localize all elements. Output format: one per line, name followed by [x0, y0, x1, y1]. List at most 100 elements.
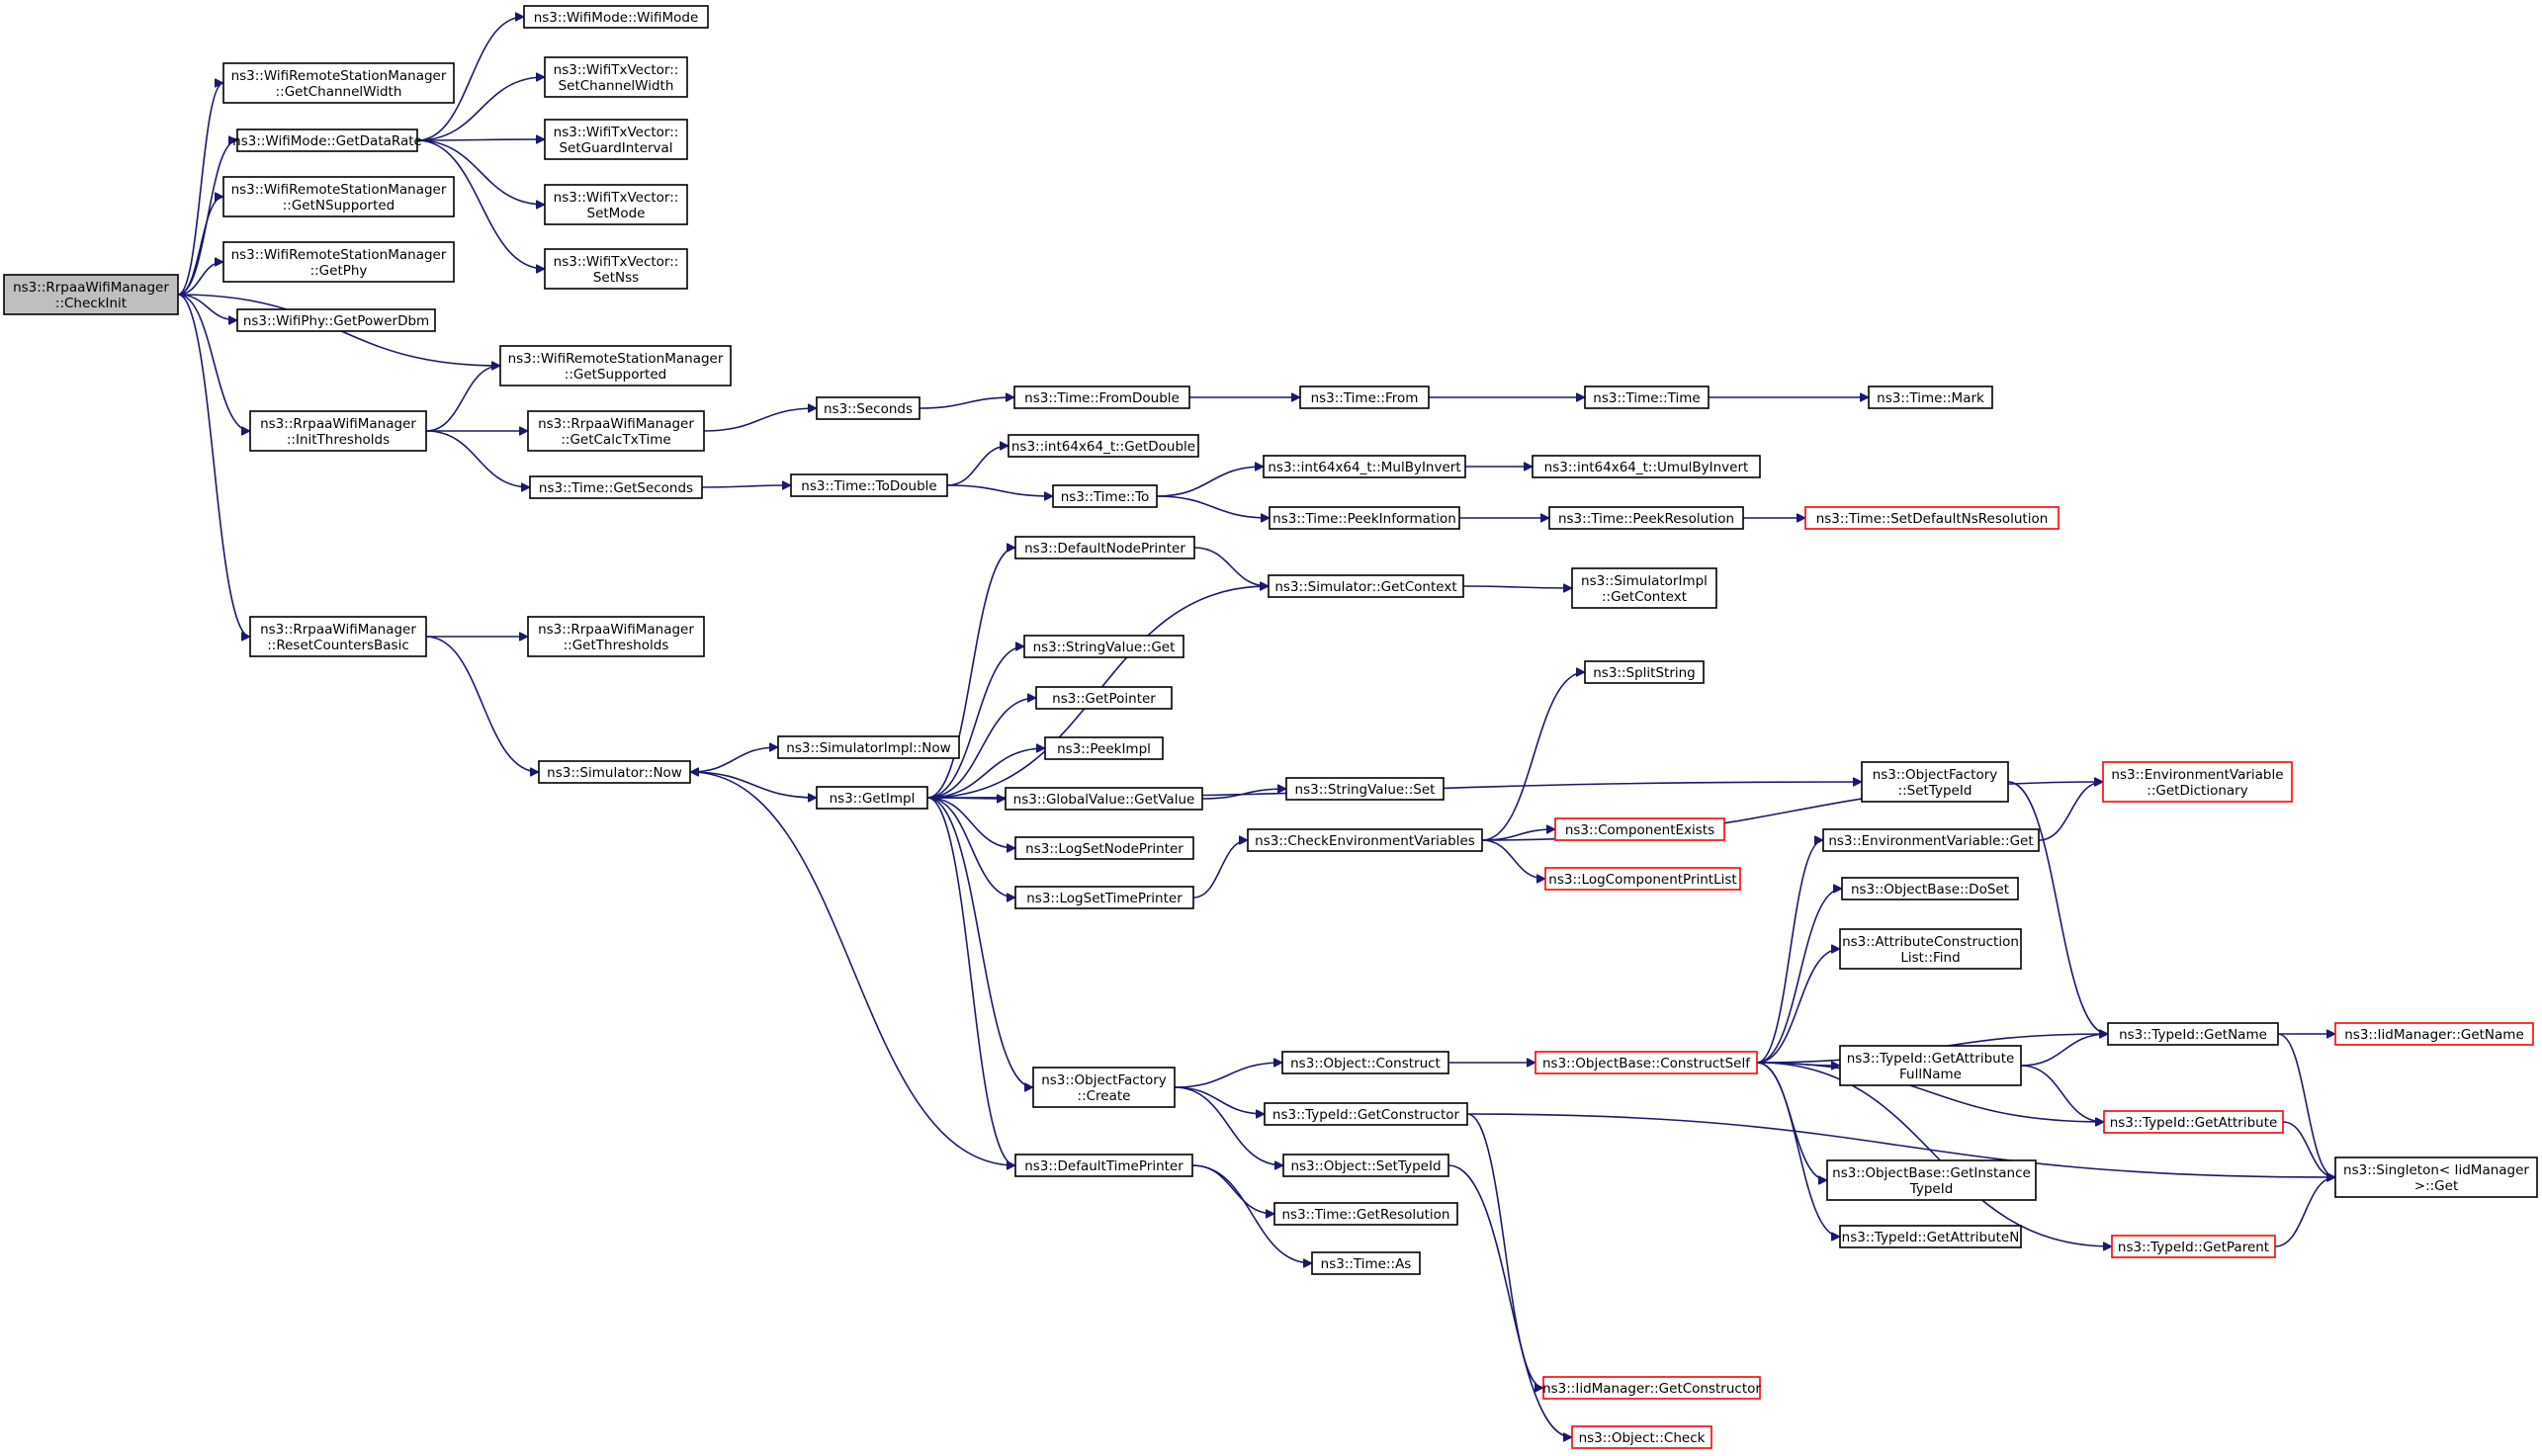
- function-node[interactable]: ns3::ComponentExists: [1554, 817, 1725, 841]
- function-node[interactable]: ns3::Time::PeekInformation: [1269, 506, 1460, 530]
- function-node[interactable]: ns3::WifiRemoteStationManager::GetChanne…: [222, 62, 455, 104]
- node-label: ns3::WifiRemoteStationManager: [508, 351, 724, 367]
- function-node[interactable]: ns3::TypeId::GetConstructor: [1264, 1102, 1468, 1126]
- node-label: ns3::Simulator::Now: [547, 765, 682, 781]
- call-edge: [703, 408, 817, 432]
- function-node[interactable]: ns3::GlobalValue::GetValue: [1005, 787, 1203, 811]
- node-label: ns3::Time::To: [1061, 489, 1150, 505]
- function-node[interactable]: ns3::Time::SetDefaultNsResolution: [1804, 506, 2060, 530]
- function-node[interactable]: ns3::RrpaaWifiManager::ResetCountersBasi…: [249, 616, 427, 657]
- function-node[interactable]: ns3::Time::Mark: [1868, 385, 1993, 409]
- call-edge: [425, 366, 501, 432]
- node-label: ns3::ObjectFactory: [1873, 767, 1998, 783]
- function-node[interactable]: ns3::Time::To: [1052, 484, 1158, 508]
- node-label: ns3::Time::SetDefaultNsResolution: [1816, 511, 2049, 527]
- function-node[interactable]: ns3::ObjectFactory::SetTypeId: [1861, 761, 2009, 803]
- root-function-node[interactable]: ns3::RrpaaWifiManager::CheckInit: [3, 274, 179, 315]
- function-node[interactable]: ns3::DefaultNodePrinter: [1014, 536, 1195, 559]
- node-label: ns3::IidManager::GetConstructor: [1542, 1381, 1761, 1397]
- node-label: ns3::EnvironmentVariable: [2111, 767, 2283, 783]
- function-node[interactable]: ns3::SimulatorImpl::Now: [777, 735, 960, 759]
- node-box: [2334, 1156, 2538, 1198]
- function-node[interactable]: ns3::TypeId::GetParent: [2111, 1235, 2276, 1258]
- node-label: ns3::SplitString: [1593, 665, 1696, 681]
- function-node[interactable]: ns3::LogSetNodePrinter: [1014, 836, 1194, 860]
- function-node[interactable]: ns3::Time::FromDouble: [1013, 385, 1190, 409]
- function-node[interactable]: ns3::int64x64_t::MulByInvert: [1263, 455, 1466, 478]
- function-node[interactable]: ns3::LogSetTimePrinter: [1014, 886, 1194, 909]
- call-edge: [1201, 789, 1286, 800]
- function-node[interactable]: ns3::WifiTxVector::SetMode: [544, 184, 688, 225]
- function-node[interactable]: ns3::Time::As: [1311, 1251, 1421, 1275]
- function-node[interactable]: ns3::ObjectBase::DoSet: [1841, 877, 2019, 900]
- function-node[interactable]: ns3::WifiRemoteStationManager::GetPhy: [222, 241, 455, 283]
- function-node[interactable]: ns3::TypeId::GetAttributeN: [1839, 1225, 2022, 1248]
- node-box: [249, 616, 427, 657]
- function-node[interactable]: ns3::WifiRemoteStationManager::GetSuppor…: [499, 345, 732, 386]
- function-node[interactable]: ns3::ObjectBase::ConstructSelf: [1534, 1051, 1758, 1074]
- call-edge: [1481, 672, 1585, 841]
- call-edge: [1191, 1164, 1312, 1263]
- function-node[interactable]: ns3::Singleton< IidManager>::Get: [2334, 1156, 2538, 1198]
- call-edge: [946, 446, 1008, 486]
- function-node[interactable]: ns3::WifiTxVector::SetChannelWidth: [544, 56, 688, 98]
- function-node[interactable]: ns3::IidManager::GetName: [2334, 1022, 2534, 1046]
- function-node[interactable]: ns3::Object::SetTypeId: [1282, 1154, 1449, 1177]
- function-node[interactable]: ns3::CheckEnvironmentVariables: [1247, 828, 1483, 852]
- function-node[interactable]: ns3::RrpaaWifiManager::InitThresholds: [249, 410, 427, 452]
- function-node[interactable]: ns3::TypeId::GetName: [2107, 1022, 2279, 1046]
- function-node[interactable]: ns3::int64x64_t::UmulByInvert: [1532, 455, 1761, 478]
- function-node[interactable]: ns3::RrpaaWifiManager::GetCalcTxTime: [527, 410, 705, 452]
- function-node[interactable]: ns3::SplitString: [1584, 660, 1705, 684]
- node-label: ns3::Object::SetTypeId: [1290, 1158, 1441, 1174]
- function-node[interactable]: ns3::Time::From: [1299, 385, 1430, 409]
- node-label: ns3::ComponentExists: [1565, 822, 1714, 838]
- function-node[interactable]: ns3::Simulator::Now: [538, 760, 691, 784]
- function-node[interactable]: ns3::RrpaaWifiManager::GetThresholds: [527, 616, 705, 657]
- function-node[interactable]: ns3::EnvironmentVariable::GetDictionary: [2102, 761, 2293, 803]
- function-node[interactable]: ns3::ObjectFactory::Create: [1032, 1067, 1176, 1108]
- edge-layer: [177, 17, 2336, 1437]
- function-node[interactable]: ns3::Time::GetSeconds: [529, 475, 703, 499]
- function-node[interactable]: ns3::IidManager::GetConstructor: [1542, 1376, 1761, 1400]
- function-node[interactable]: ns3::StringValue::Set: [1285, 777, 1445, 801]
- function-node[interactable]: ns3::DefaultTimePrinter: [1014, 1154, 1193, 1177]
- function-node[interactable]: ns3::GetPointer: [1035, 686, 1173, 710]
- node-label: ns3::Time::FromDouble: [1024, 390, 1180, 406]
- function-node[interactable]: ns3::Time::GetResolution: [1273, 1202, 1458, 1226]
- function-node[interactable]: ns3::int64x64_t::GetDouble: [1008, 434, 1199, 458]
- function-node[interactable]: ns3::Seconds: [816, 396, 920, 420]
- function-node[interactable]: ns3::GetImpl: [816, 786, 928, 810]
- function-node[interactable]: ns3::WifiRemoteStationManager::GetNSuppo…: [222, 176, 455, 217]
- function-node[interactable]: ns3::WifiMode::GetDataRate: [232, 128, 422, 152]
- function-node[interactable]: ns3::StringValue::Get: [1023, 635, 1184, 658]
- node-box: [1052, 484, 1158, 508]
- function-node[interactable]: ns3::WifiPhy::GetPowerDbm: [236, 308, 436, 332]
- node-box: [1839, 1225, 2022, 1248]
- function-node[interactable]: ns3::Time::ToDouble: [790, 473, 948, 497]
- function-node[interactable]: ns3::PeekImpl: [1044, 736, 1164, 760]
- node-box: [544, 56, 688, 98]
- function-node[interactable]: ns3::WifiTxVector::SetNss: [544, 248, 688, 290]
- function-node[interactable]: ns3::LogComponentPrintList: [1544, 867, 1741, 891]
- node-label: SetChannelWidth: [559, 78, 674, 94]
- node-label: ns3::Seconds: [824, 401, 913, 417]
- function-node[interactable]: ns3::Object::Check: [1571, 1425, 1712, 1449]
- function-node[interactable]: ns3::Time::PeekResolution: [1548, 506, 1744, 530]
- function-node[interactable]: ns3::WifiTxVector::SetGuardInterval: [544, 119, 688, 160]
- function-node[interactable]: ns3::WifiMode::WifiMode: [523, 5, 709, 29]
- function-node[interactable]: ns3::TypeId::GetAttribute: [2103, 1110, 2284, 1134]
- function-node[interactable]: ns3::SimulatorImpl::GetContext: [1571, 567, 1717, 609]
- function-node[interactable]: ns3::Time::Time: [1584, 385, 1709, 409]
- node-box: [1269, 506, 1460, 530]
- function-node[interactable]: ns3::EnvironmentVariable::Get: [1822, 828, 2040, 852]
- function-node[interactable]: ns3::Simulator::GetContext: [1268, 574, 1464, 598]
- call-edge: [1756, 949, 1841, 1064]
- node-label: ns3::WifiRemoteStationManager: [231, 182, 447, 198]
- call-edge: [2282, 1121, 2336, 1177]
- function-node[interactable]: ns3::Object::Construct: [1281, 1051, 1449, 1074]
